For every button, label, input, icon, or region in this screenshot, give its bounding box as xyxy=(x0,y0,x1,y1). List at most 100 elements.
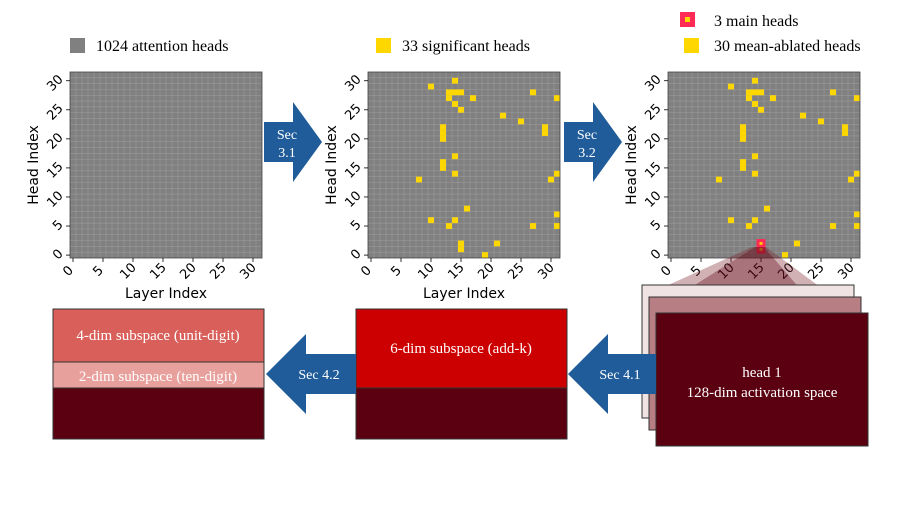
panel1-xtick-label: 30 xyxy=(237,260,259,282)
panel3-ylabel: Head Index xyxy=(624,125,640,205)
panel2-significant-head-cell xyxy=(452,170,458,177)
panel3-frame xyxy=(667,71,861,259)
panel2-significant-head-cell xyxy=(452,153,458,160)
legend-panel1-label: 1024 attention heads xyxy=(96,38,228,55)
panel3-ytick-label: 20 xyxy=(642,130,664,152)
panel3-significant-head-cell xyxy=(740,124,746,131)
sec42-arrow xyxy=(266,334,356,414)
panel2-significant-head-cell xyxy=(452,217,458,224)
panel2-significant-head-cell xyxy=(542,130,548,136)
panel2-significant-head-cell xyxy=(458,106,464,113)
panel2-ytick-label: 30 xyxy=(342,72,364,94)
panel2-significant-head-cell xyxy=(440,124,446,131)
panel3-significant-head-cell xyxy=(740,159,746,165)
add-k-label: 6-dim subspace (add-k) xyxy=(390,341,532,357)
panel3-significant-head-cell xyxy=(752,101,758,107)
panel1-ylabel: Head Index xyxy=(26,125,42,205)
panel2-significant-head-cell xyxy=(428,217,434,224)
panel1-ytick-label: 5 xyxy=(50,218,66,234)
panel3-significant-head-cell xyxy=(854,170,860,177)
legend-gray-swatch xyxy=(70,38,85,53)
legend-ablated-label: 30 mean-ablated heads xyxy=(714,38,861,55)
panel1-ytick-label: 20 xyxy=(44,130,66,152)
panel2-xtick-label: 5 xyxy=(388,263,404,279)
panel2-xtick-label: 15 xyxy=(445,260,467,282)
panel3-significant-head-cell xyxy=(746,95,752,102)
panel2-significant-head-cell xyxy=(554,211,560,218)
panel2-significant-head-cell xyxy=(518,118,524,125)
legend-ablated-swatch xyxy=(684,38,699,53)
panel2-significant-head-cell xyxy=(458,240,464,247)
panel1-xtick-label: 25 xyxy=(207,260,229,282)
panel3-ytick-label: 30 xyxy=(642,72,664,94)
panel3-ytick-label: 15 xyxy=(642,159,664,181)
panel2-significant-head-cell xyxy=(542,124,548,131)
panel3-significant-head-cell xyxy=(830,223,836,229)
panel2-significant-head-cell xyxy=(482,252,488,258)
panel2-significant-head-cell xyxy=(458,246,464,253)
panel2-significant-head-cell xyxy=(446,223,452,229)
panel2-xtick-label: 25 xyxy=(505,260,527,282)
panel2-ytick-label: 15 xyxy=(342,159,364,181)
panel2-significant-head-cell xyxy=(500,112,506,119)
panel1-xtick-label: 0 xyxy=(60,263,76,279)
sec32-arrow xyxy=(564,102,622,182)
sec31-arrow xyxy=(264,102,322,182)
panel3-significant-head-cell xyxy=(854,211,860,218)
panel3-significant-head-cell xyxy=(752,77,758,84)
legend-yellow-swatch xyxy=(376,38,391,53)
digit-remainder-box xyxy=(52,387,265,440)
panel2-significant-head-cell xyxy=(440,130,446,136)
panel2-significant-head-cell xyxy=(458,89,464,96)
panel1-xtick-label: 15 xyxy=(147,260,169,282)
head-box-title: head 1 xyxy=(742,365,782,381)
panel3-main-head-core xyxy=(759,242,763,245)
panel2-ytick-label: 20 xyxy=(342,130,364,152)
panel2-significant-head-cell xyxy=(530,223,536,229)
panel2-xtick-label: 10 xyxy=(415,260,437,282)
panel2-significant-head-cell xyxy=(470,95,476,102)
panel3-significant-head-cell xyxy=(752,217,758,224)
panel2-ytick-label: 5 xyxy=(348,218,364,234)
panel2-significant-head-cell xyxy=(428,83,434,90)
panel1-ytick-label: 30 xyxy=(44,72,66,94)
ten-digit-label: 2-dim subspace (ten-digit) xyxy=(79,369,237,385)
panel3-significant-head-cell xyxy=(842,130,848,136)
panel2-xtick-label: 20 xyxy=(475,260,497,282)
panel2-significant-head-cell xyxy=(494,240,500,247)
panel3-significant-head-cell xyxy=(728,217,734,224)
panel3-significant-head-cell xyxy=(818,118,824,125)
panel2-significant-head-cell xyxy=(440,159,446,165)
sec31-label-line1: Sec xyxy=(277,128,297,143)
panel1-ytick-label: 25 xyxy=(44,101,66,123)
panel3-significant-head-cell xyxy=(794,240,800,247)
panel1-xtick-label: 5 xyxy=(90,263,106,279)
panel1-ytick-label: 0 xyxy=(50,247,66,263)
panel3-main-head-core xyxy=(759,247,763,251)
unit-digit-label: 4-dim subspace (unit-digit) xyxy=(76,328,239,344)
panel2-significant-head-cell xyxy=(446,95,452,102)
sec31-label-line2: 3.1 xyxy=(278,146,296,161)
panel2-frame xyxy=(367,71,561,259)
legend-main-label: 3 main heads xyxy=(714,13,798,30)
panel3-significant-head-cell xyxy=(800,112,806,119)
panel2-significant-head-cell xyxy=(452,89,458,96)
legend-main-swatch-core xyxy=(685,17,690,22)
panel1-frame xyxy=(69,71,263,259)
panel2-xtick-label: 30 xyxy=(535,260,557,282)
panel3-significant-head-cell xyxy=(752,89,758,96)
panel3-ytick-label: 0 xyxy=(648,247,664,263)
panel2-significant-head-cell xyxy=(464,205,470,212)
sec41-arrow xyxy=(568,334,656,414)
panel3-significant-head-cell xyxy=(758,106,764,113)
panel2-significant-head-cell xyxy=(530,89,536,96)
panel3-significant-head-cell xyxy=(854,223,860,229)
panel2-significant-head-cell xyxy=(554,170,560,177)
panel2-ytick-label: 0 xyxy=(348,247,364,263)
panel2-ytick-label: 25 xyxy=(342,101,364,123)
panel3-significant-head-cell xyxy=(842,124,848,131)
